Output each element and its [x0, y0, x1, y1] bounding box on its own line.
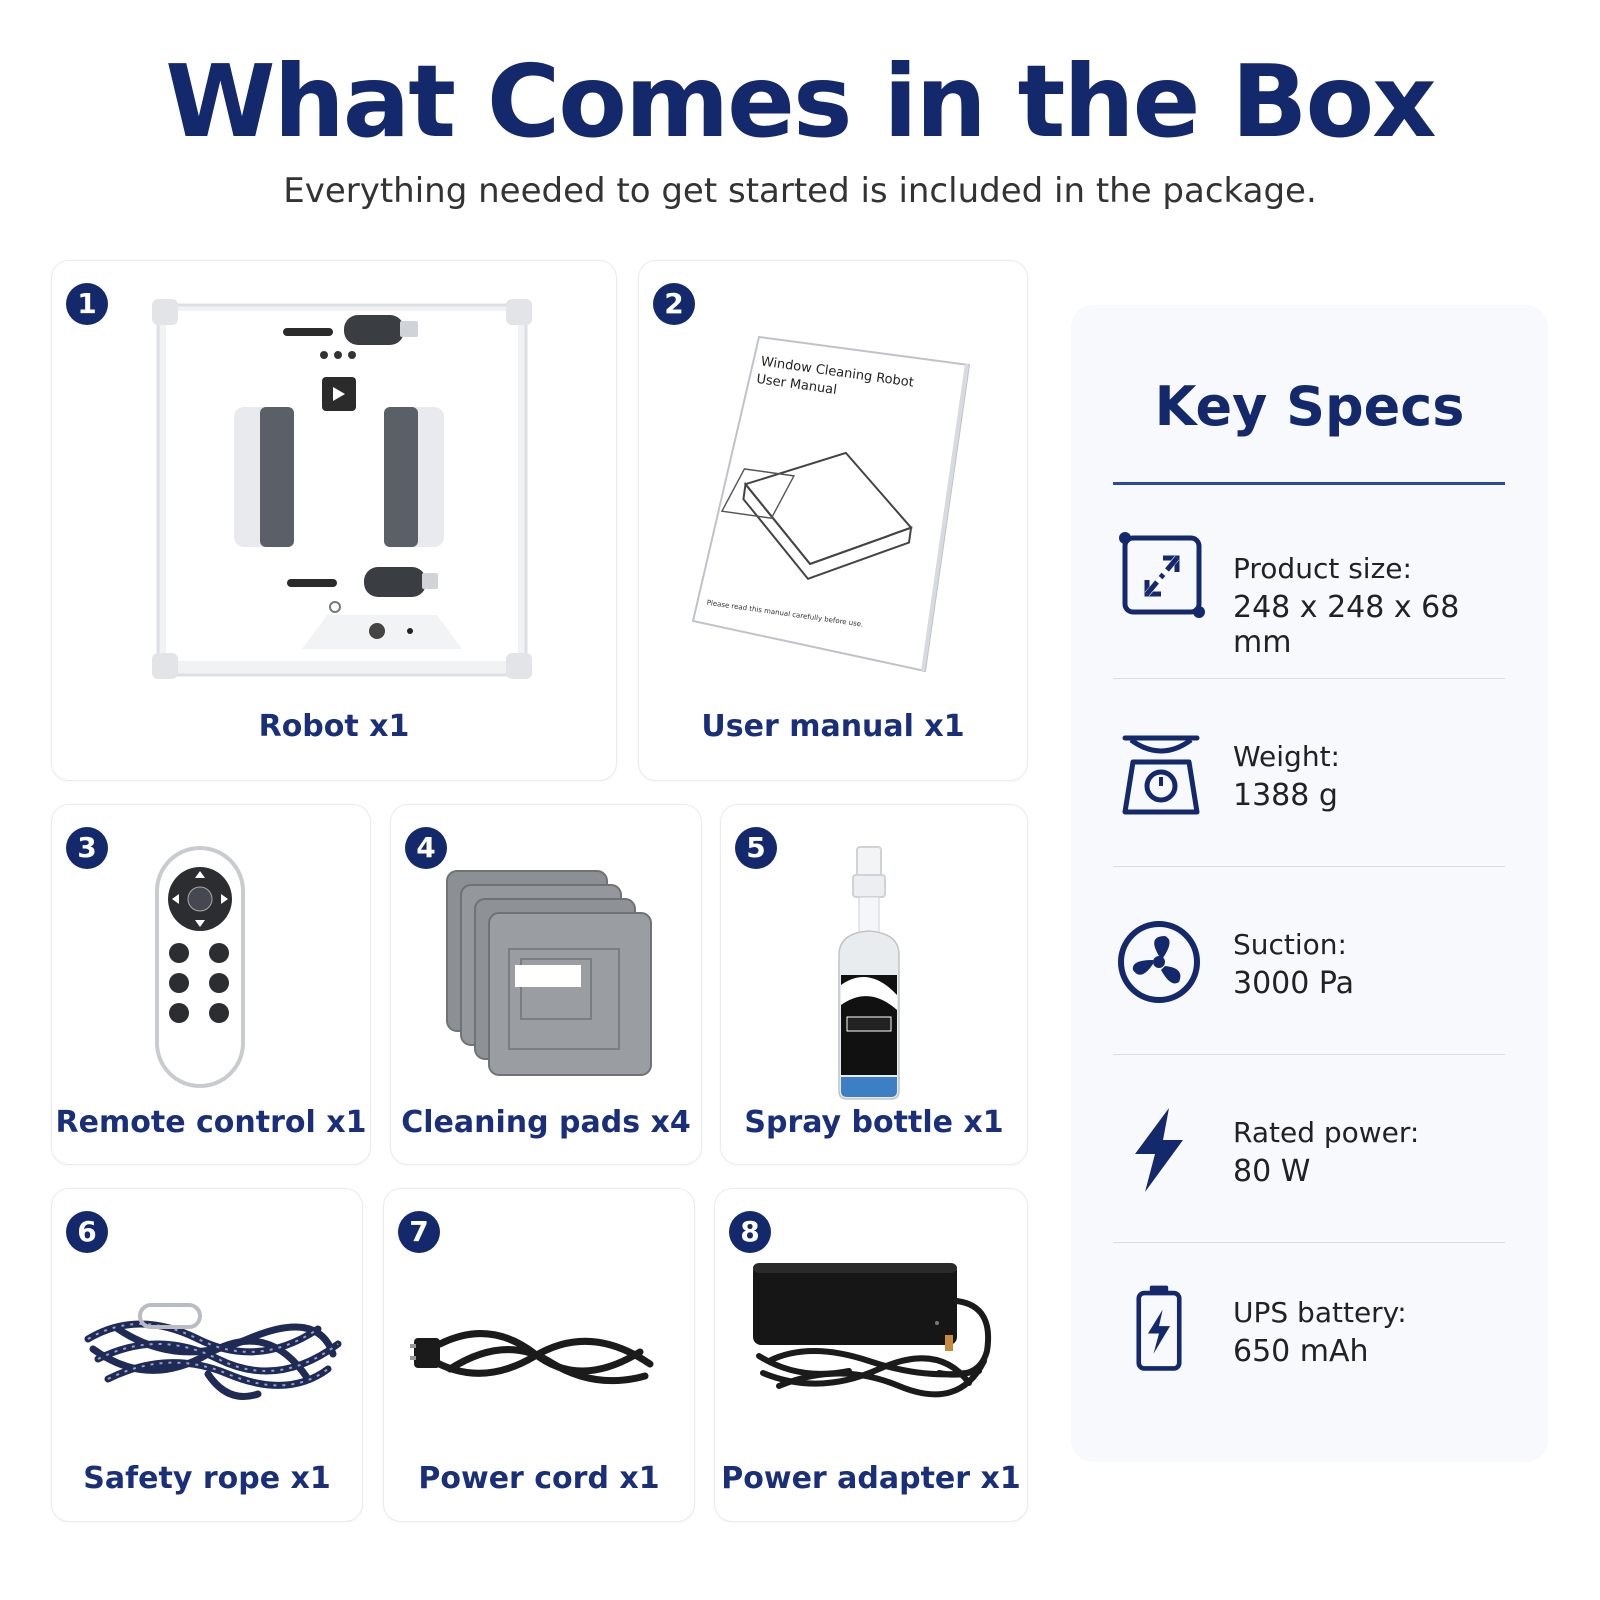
item-label: Spray bottle x1	[744, 1105, 1004, 1140]
item-label: Power cord x1	[418, 1461, 660, 1496]
spec-divider	[1113, 1054, 1505, 1055]
item-card-power-adapter: 8 Power adapter x1	[714, 1188, 1028, 1522]
page-title: What Comes in the Box	[165, 43, 1436, 160]
spec-row-weight: Weight: 1388 g	[1113, 678, 1505, 866]
resize-icon	[1119, 532, 1205, 618]
power-adapter-image	[753, 1263, 992, 1398]
key-specs-panel: Key Specs Product size: 248 x 248 x 68 m…	[1071, 305, 1548, 1462]
robot-image	[152, 299, 532, 679]
key-specs-title: Key Specs	[1154, 375, 1465, 438]
spec-label: Suction:	[1233, 928, 1347, 961]
spec-row-rated-power: Rated power: 80 W	[1113, 1054, 1505, 1242]
item-number-badge: 6	[66, 1211, 108, 1253]
item-number-badge: 7	[398, 1211, 440, 1253]
item-number-badge: 1	[66, 283, 108, 325]
spec-divider	[1113, 1242, 1505, 1243]
item-card-safety-rope: 6 Safety rope x1	[51, 1188, 363, 1522]
spec-value: 80 W	[1233, 1154, 1311, 1189]
item-card-power-cord: 7 Power cord x1	[383, 1188, 695, 1522]
item-number-badge: 3	[66, 827, 108, 869]
cleaning-pads-image	[446, 870, 652, 1076]
fan-icon	[1118, 921, 1200, 1003]
page-subtitle: Everything needed to get started is incl…	[283, 171, 1317, 211]
safety-rope-image	[84, 1303, 342, 1400]
user-manual-image: Window Cleaning Robot User Manual Please…	[691, 335, 971, 673]
spec-label: Product size:	[1233, 552, 1412, 585]
spec-row-product-size: Product size: 248 x 248 x 68 mm	[1113, 530, 1505, 718]
spec-row-ups-battery: UPS battery: 650 mAh	[1113, 1242, 1505, 1430]
remote-control-image	[155, 846, 245, 1088]
item-number-badge: 2	[653, 283, 695, 325]
spec-divider	[1113, 866, 1505, 867]
scale-icon	[1122, 735, 1200, 815]
item-card-user-manual: 2 Window Cleaning Robot User Manual Plea…	[638, 260, 1028, 781]
spec-value: 650 mAh	[1233, 1334, 1369, 1369]
spec-value: 3000 Pa	[1233, 966, 1355, 1001]
item-label: Power adapter x1	[721, 1461, 1021, 1496]
spec-divider	[1113, 678, 1505, 679]
item-label: User manual x1	[701, 709, 965, 744]
item-number-badge: 8	[729, 1211, 771, 1253]
spec-value: 1388 g	[1233, 778, 1338, 813]
item-card-robot: 1 Robot x1	[51, 260, 617, 781]
item-number-badge: 5	[735, 827, 777, 869]
item-card-cleaning-pads: 4 Cleaning pads x4	[390, 804, 702, 1165]
item-label: Remote control x1	[55, 1105, 367, 1140]
item-label: Cleaning pads x4	[401, 1105, 691, 1140]
item-card-remote-control: 3 Remote control x1	[51, 804, 371, 1165]
spec-label: Rated power:	[1233, 1116, 1420, 1149]
item-number-badge: 4	[405, 827, 447, 869]
item-label: Robot x1	[258, 709, 410, 744]
spec-label: UPS battery:	[1233, 1296, 1407, 1329]
spec-label: Weight:	[1233, 740, 1340, 773]
item-label: Safety rope x1	[83, 1461, 331, 1496]
power-cord-image	[410, 1330, 654, 1385]
key-specs-divider	[1113, 482, 1505, 485]
battery-icon	[1136, 1285, 1182, 1371]
spray-bottle-image	[838, 846, 900, 1100]
item-card-spray-bottle: 5 Spray bottle x1	[720, 804, 1028, 1165]
spec-row-suction: Suction: 3000 Pa	[1113, 866, 1505, 1054]
lightning-icon	[1135, 1108, 1183, 1192]
spec-value: 248 x 248 x 68 mm	[1233, 590, 1460, 660]
